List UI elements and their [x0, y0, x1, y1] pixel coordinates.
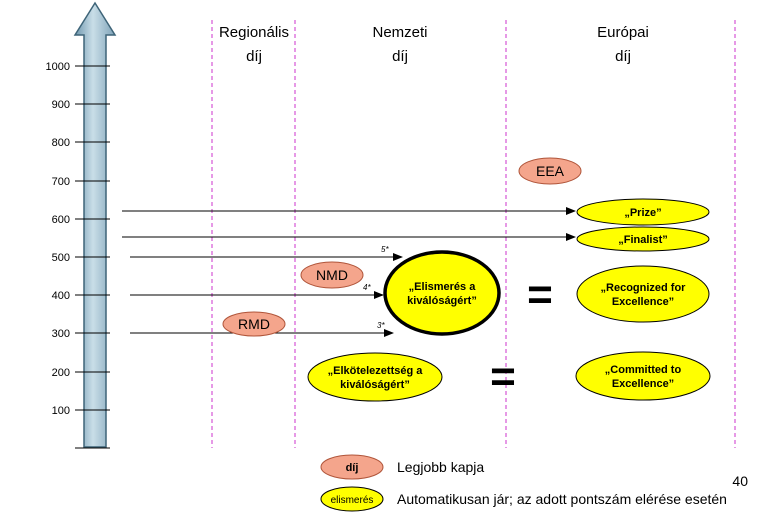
tick-label-800: 800 [52, 137, 70, 149]
ellipse-finalist: „Finalist” [576, 226, 710, 252]
ellipse-recognized-shape [576, 265, 710, 323]
ellipse-committed-line2: Excellence” [612, 378, 674, 390]
ellipse-elismeres-line1: „Elismerés a [409, 281, 477, 293]
tick-label-100: 100 [52, 405, 70, 417]
equals-sign-upper: = [527, 270, 553, 319]
tick-label-900: 900 [52, 99, 70, 111]
tick-label-600: 600 [52, 214, 70, 226]
ellipse-committed-line1: „Committed to [605, 364, 682, 376]
star-marks: 5* 4* 3* [363, 245, 389, 330]
mark-5-star: 5* [381, 245, 389, 254]
ellipse-elismeres-line2: kiválóságért” [407, 295, 477, 307]
legend-elismeres-key: elismerés [331, 495, 374, 506]
tick-label-200: 200 [52, 367, 70, 379]
mark-3-star: 3* [377, 321, 385, 330]
header-national-line2: díj [392, 48, 408, 65]
ellipse-elkotelezettseg-line1: „Elkötelezettség a [328, 365, 424, 377]
ellipse-committed-shape [575, 351, 711, 401]
ellipse-elkotelezettseg-shape [307, 352, 443, 402]
badge-rmd-label: RMD [238, 316, 270, 332]
tick-label-1000: 1000 [46, 61, 70, 73]
header-european-line1: Európai [597, 24, 649, 41]
badge-eea-label: EEA [536, 163, 565, 179]
tick-label-500: 500 [52, 252, 70, 264]
ellipse-elkotelezettseg: „Elkötelezettség a kiválóságért” [307, 352, 443, 402]
legend-dij-text: Legjobb kapja [397, 459, 484, 475]
ellipse-prize-label: „Prize” [624, 207, 661, 219]
ellipse-finalist-shape [576, 226, 710, 252]
score-axis-arrow [73, 1, 117, 448]
column-headers: Regionális díj Nemzeti díj Európai díj [219, 24, 649, 65]
legend: díj Legjobb kapja elismerés Automatikusa… [320, 454, 727, 512]
header-regional-line2: díj [246, 48, 262, 65]
header-european-line2: díj [615, 48, 631, 65]
badge-nmd: NMD [300, 261, 364, 289]
legend-dij-key: díj [346, 462, 359, 474]
ellipse-prize-shape [576, 198, 710, 226]
header-regional-line1: Regionális [219, 24, 289, 41]
ellipse-recognized-line2: Excellence” [612, 296, 674, 308]
badge-rmd: RMD [222, 311, 286, 337]
tick-label-700: 700 [52, 176, 70, 188]
page-number: 40 [732, 473, 748, 489]
ellipse-committed: „Committed to Excellence” [575, 351, 711, 401]
ellipse-elismeres-shape [383, 250, 501, 336]
badge-rmd-shape [222, 311, 286, 337]
tick-label-400: 400 [52, 290, 70, 302]
badge-eea: EEA [518, 157, 582, 185]
ellipse-recognized-line1: „Recognized for [601, 282, 687, 294]
ellipse-recognized: „Recognized for Excellence” [576, 265, 710, 323]
ellipse-elkotelezettseg-line2: kiválóságért” [340, 379, 410, 391]
badge-eea-shape [518, 157, 582, 185]
score-arrows [122, 207, 576, 337]
legend-elismeres-swatch [320, 486, 384, 512]
header-national-line1: Nemzeti [372, 24, 427, 41]
column-dividers [211, 20, 736, 448]
legend-elismeres-text: Automatikusan jár; az adott pontszám elé… [397, 491, 727, 507]
axis-ticks [75, 65, 110, 449]
ellipse-prize: „Prize” [576, 198, 710, 226]
mark-4-star: 4* [363, 283, 371, 292]
ellipse-elismeres: „Elismerés a kiválóságért” [383, 250, 501, 336]
legend-dij-swatch [320, 454, 384, 480]
badge-nmd-label: NMD [316, 267, 348, 283]
badge-nmd-shape [300, 261, 364, 289]
axis-tick-labels: 1000 900 800 700 600 500 400 300 200 100 [46, 61, 70, 417]
tick-label-300: 300 [52, 328, 70, 340]
ellipse-finalist-label: „Finalist” [618, 234, 668, 246]
equals-sign-lower: = [490, 352, 516, 401]
